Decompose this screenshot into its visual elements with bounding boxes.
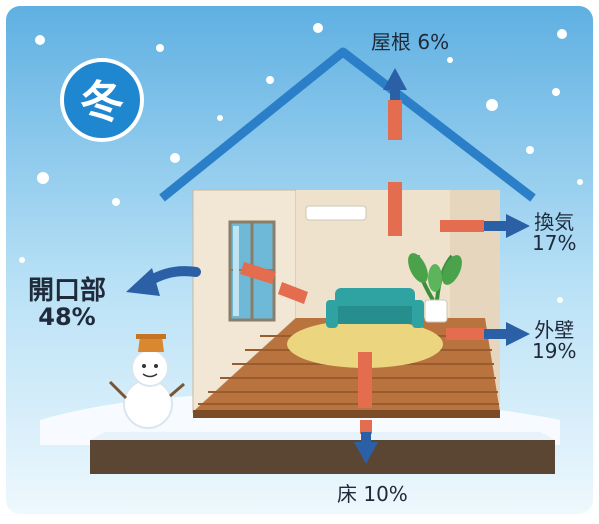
- outer-wall-value: 19%: [532, 339, 577, 363]
- season-badge: [60, 58, 144, 142]
- loss-arrows: [354, 68, 530, 464]
- floor-edge: [193, 410, 500, 418]
- floor-label: 床 10%: [337, 484, 408, 505]
- roof-name: 屋根: [371, 30, 411, 54]
- floor-value: 10%: [363, 482, 408, 506]
- season-label: 冬: [80, 77, 124, 128]
- openings-label: 開口部 48%: [28, 276, 107, 332]
- roof-loss-arrow: [383, 68, 407, 90]
- floor-loss-arrow: [354, 442, 378, 464]
- openings-value: 48%: [38, 303, 96, 332]
- heat-flow-arrows: [240, 100, 486, 434]
- sofa-icon: [326, 288, 424, 328]
- air-conditioner-icon: [305, 205, 367, 221]
- roof-line: [159, 47, 536, 202]
- ground-platform: [90, 440, 555, 474]
- ventilation-name: 換気: [534, 210, 575, 234]
- plant-icon: [408, 253, 462, 323]
- roof-value: 6%: [417, 30, 450, 54]
- snowman-icon: [108, 334, 185, 429]
- rug: [287, 320, 443, 368]
- openings-name: 開口部: [28, 276, 107, 306]
- roof-label: 屋根 6%: [371, 32, 449, 53]
- outer-wall-name: 外壁: [534, 318, 575, 342]
- ventilation-label: 換気 17%: [532, 212, 576, 254]
- floor-name: 床: [337, 482, 357, 506]
- ground-top: [90, 432, 555, 440]
- outer-wall-loss-arrow: [506, 322, 530, 346]
- outer-wall-label: 外壁 19%: [532, 320, 576, 362]
- snow-icon: [19, 23, 583, 303]
- ventilation-loss-arrow: [506, 214, 530, 238]
- openings-arrow-head: [126, 268, 160, 296]
- ventilation-value: 17%: [532, 231, 577, 255]
